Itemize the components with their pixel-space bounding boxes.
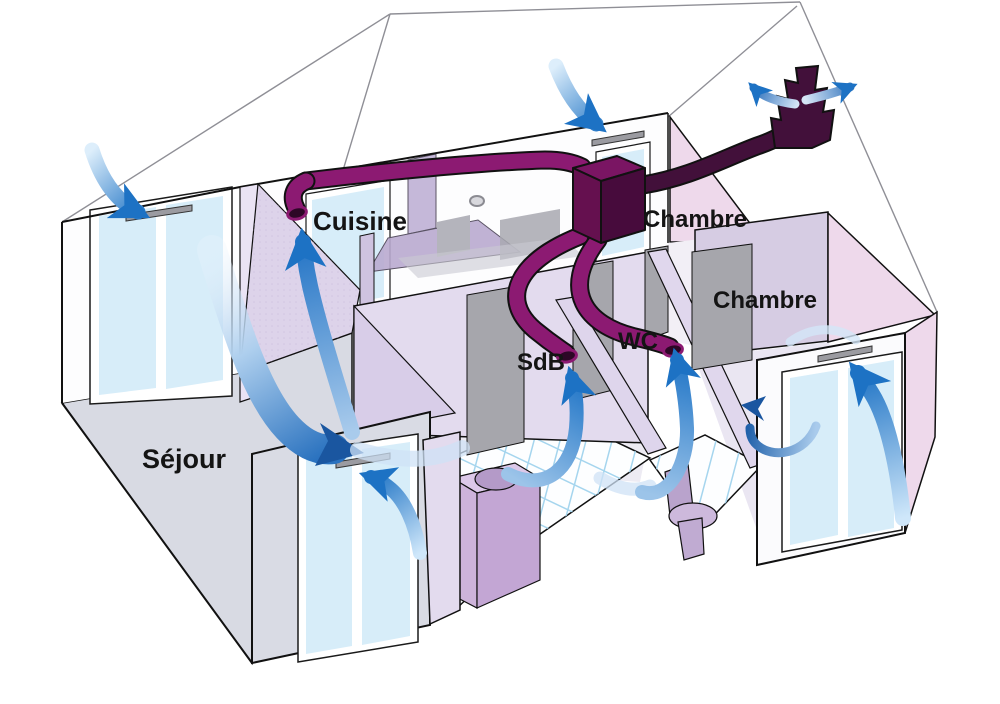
right-gable-wall [827, 211, 937, 343]
airflow-hall-to-sdb [350, 440, 470, 467]
air-inlet-chambre-right [817, 345, 873, 363]
airflow-exhaust-right [801, 82, 858, 105]
room-label-wc: WC [618, 328, 658, 355]
partition-sdb-wc [555, 296, 667, 455]
duct-wc [572, 232, 678, 355]
duct-cuisine [298, 152, 590, 189]
airflow-arrows [84, 58, 911, 560]
sdb-front-cut-wall [422, 431, 461, 626]
airflow-into-sejour-front-window [358, 467, 427, 560]
vmc-extraction-unit [572, 155, 646, 244]
roof-ridge-line [389, 1, 801, 15]
room-label-sejour: Séjour [142, 444, 227, 474]
room-label-chambre-right: Chambre [713, 287, 817, 314]
room-label-chambre-top: Chambre [643, 206, 747, 233]
airflow-inlet-arc-chambre [785, 325, 861, 347]
roof-right-slope-edge [799, 1, 938, 313]
airflow-into-chambre-right-window [848, 361, 911, 526]
duct-opening-sdb [556, 348, 578, 364]
airflow-chambre-swirl [745, 421, 821, 458]
duct-opening-cuisine [286, 205, 308, 221]
airflow-up-cuisine [284, 227, 360, 440]
airflow-chambre-swirl-head [741, 396, 766, 421]
room-label-cuisine: Cuisine [313, 206, 407, 236]
left-gable-wall [61, 186, 253, 664]
airflow-sejour-sweep-head [315, 423, 364, 466]
sejour-left-window-glass [99, 207, 156, 395]
chambre-right-window-glass [790, 370, 838, 545]
airflow-sejour-sweep [197, 235, 349, 465]
partition-cuisine-hall [359, 232, 375, 315]
chambre-right-door [691, 243, 753, 371]
sdb-door [466, 284, 525, 456]
airflow-up-wc [635, 347, 701, 501]
airflow-into-chambre-top-window [548, 58, 607, 133]
right-wall-return [904, 310, 938, 534]
duct-sdb [509, 228, 588, 361]
roof-outlet [769, 64, 836, 149]
airflow-up-sdb [501, 365, 597, 488]
airflow-into-sejour-left-window [84, 142, 151, 220]
airflow-exhaust-left [748, 82, 800, 109]
roof-rear-corner-edge [667, 5, 798, 118]
sejour-front-window-glass [306, 451, 352, 654]
room-labels: Cuisine Chambre Chambre Séjour SdB WC [142, 206, 817, 474]
wall-grille-icon [469, 195, 485, 207]
toilet-base [677, 517, 705, 561]
kitchen-counter [437, 215, 470, 257]
air-inlet-chambre-top [591, 130, 645, 147]
room-label-sdb: SdB [517, 349, 565, 376]
